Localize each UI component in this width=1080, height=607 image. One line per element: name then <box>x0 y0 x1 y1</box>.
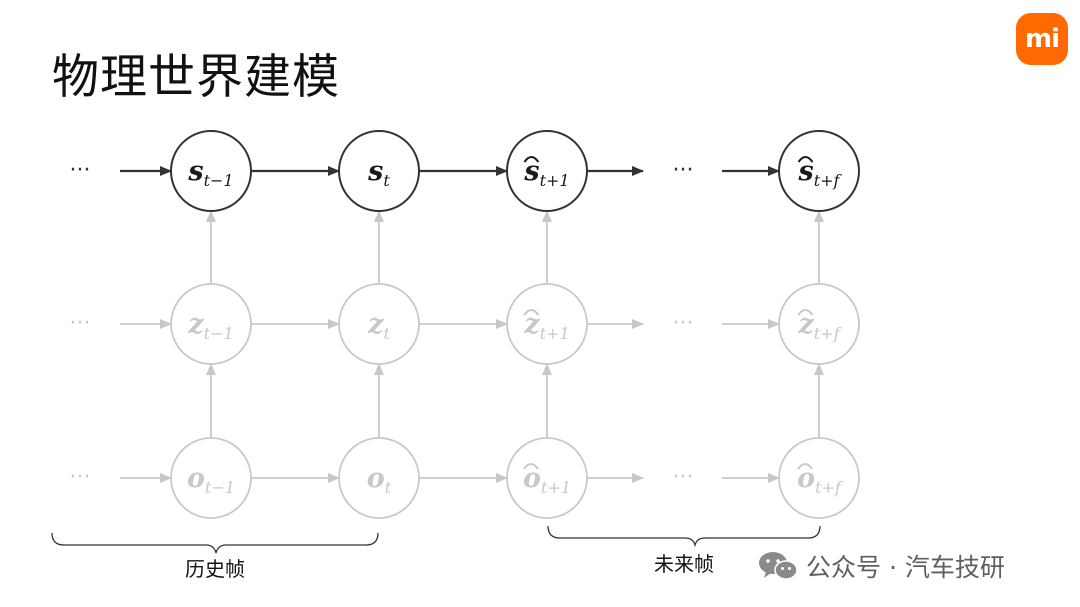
node-o-0: ot−1 <box>170 437 252 519</box>
node-circle <box>338 130 420 212</box>
hat-mark <box>523 463 539 470</box>
ellipsis-z-past: ··· <box>70 311 91 336</box>
node-o-1: ot <box>338 437 420 519</box>
node-label: zt+1 <box>523 309 569 343</box>
node-circle <box>778 130 860 212</box>
future-frames-label: 未来帧 <box>654 552 714 576</box>
node-o-3: ot+f <box>778 437 860 519</box>
node-s-2: st+1 <box>506 130 588 212</box>
ellipsis-s-future: ··· <box>673 158 694 183</box>
hat-mark <box>797 463 813 470</box>
node-s-1: st <box>338 130 420 212</box>
diagram-nodes: ··· ··· st−1 st st+1 st+f ··· ··· zt−1 zt zt+1 zt+f… <box>70 130 860 519</box>
node-circle <box>506 437 588 519</box>
hat-mark <box>797 309 814 316</box>
node-circle <box>778 437 860 519</box>
node-label: ot+f <box>797 463 844 497</box>
node-label: zt−1 <box>187 309 233 343</box>
node-s-0: st−1 <box>170 130 252 212</box>
node-z-1: zt <box>338 283 420 365</box>
history-frames-label: 历史帧 <box>185 557 245 581</box>
node-label: ot <box>367 463 392 497</box>
node-label: st+1 <box>523 156 569 190</box>
hat-mark <box>523 156 540 163</box>
node-circle <box>170 130 252 212</box>
node-circle <box>506 283 588 365</box>
node-circle <box>338 437 420 519</box>
slide-title: 物理世界建模 <box>52 50 340 105</box>
node-label: st−1 <box>187 156 233 190</box>
wechat-icon <box>759 552 798 580</box>
watermark: 公众号 · 汽车技研 <box>758 548 1005 584</box>
node-label: ot−1 <box>187 463 235 497</box>
ellipsis-o-past: ··· <box>70 465 91 490</box>
node-circle <box>778 283 860 365</box>
ellipsis-s-past: ··· <box>70 158 91 183</box>
node-label: zt+f <box>797 309 842 343</box>
node-z-0: zt−1 <box>170 283 252 365</box>
node-circle <box>506 130 588 212</box>
ellipsis-z-future: ··· <box>673 311 694 336</box>
node-z-2: zt+1 <box>506 283 588 365</box>
node-label: ot+1 <box>523 463 571 497</box>
hat-mark <box>523 309 540 316</box>
ellipsis-o-future: ··· <box>673 465 694 490</box>
future-bracket <box>547 525 821 548</box>
history-bracket <box>51 532 379 554</box>
node-label: st <box>367 156 390 190</box>
node-z-3: zt+f <box>778 283 860 365</box>
frame-brackets: 历史帧 未来帧 <box>51 525 821 581</box>
xiaomi-logo: mi <box>1016 13 1068 65</box>
node-label: st+f <box>798 156 843 190</box>
watermark-text: 公众号 · 汽车技研 <box>806 553 1005 582</box>
node-o-2: ot+1 <box>506 437 588 519</box>
node-circle <box>338 283 420 365</box>
node-circle <box>170 283 252 365</box>
node-s-3: st+f <box>778 130 860 212</box>
diagram-edges <box>120 166 824 483</box>
node-label: zt <box>367 309 390 343</box>
hat-mark <box>797 156 814 163</box>
node-circle <box>170 437 252 519</box>
